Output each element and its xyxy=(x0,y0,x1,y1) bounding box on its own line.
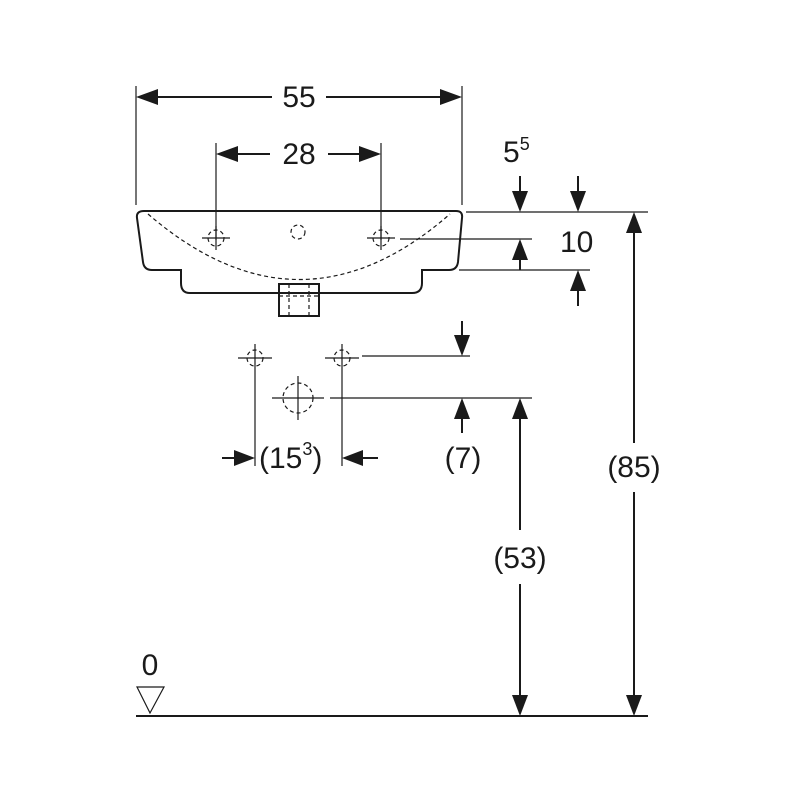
waste-height-dimension: (53) xyxy=(493,398,547,716)
waste-offset-label: (7) xyxy=(445,442,482,475)
tap-hole-right xyxy=(367,226,395,250)
tap-hole-left xyxy=(202,226,230,250)
waste-spacing-open: (15 xyxy=(259,442,302,475)
rim-offset-sup: 5 xyxy=(520,134,530,154)
floor-level: 0 xyxy=(136,649,648,717)
tap-hole-spacing-dimension: 28 xyxy=(215,138,382,240)
waste-layout xyxy=(238,344,532,466)
waste-offset-dimension: (7) xyxy=(445,321,482,475)
tap-hole-spacing-label: 28 xyxy=(282,138,315,171)
supply-point-left xyxy=(238,344,272,372)
floor-level-label: 0 xyxy=(142,649,159,682)
waste-outlet xyxy=(278,283,320,317)
basin-outline xyxy=(135,210,464,317)
total-height-dimension: (85) xyxy=(607,212,661,716)
overflow-hole xyxy=(290,224,306,240)
rim-height-dimension: 10 xyxy=(512,226,593,306)
waste-spacing-dimension: (153) xyxy=(222,439,378,475)
rim-offset-label: 55 xyxy=(503,134,530,169)
rim-height-label: 10 xyxy=(560,226,593,259)
width-dimension: 55 xyxy=(135,81,463,205)
total-height-label: (85) xyxy=(607,451,660,484)
floor-marker-icon xyxy=(136,686,166,715)
waste-spacing-label: (153) xyxy=(259,439,322,475)
supply-point-right xyxy=(325,344,359,372)
waste-spacing-close: ) xyxy=(312,442,322,475)
waste-point xyxy=(272,376,324,420)
width-label: 55 xyxy=(282,81,315,114)
waste-height-label: (53) xyxy=(493,542,546,575)
rim-offset-dimension: 55 xyxy=(503,134,586,212)
basin-extension-lines xyxy=(400,211,648,271)
waste-spacing-sup: 3 xyxy=(302,439,312,459)
rim-offset-base: 5 xyxy=(503,136,520,169)
bowl-contour xyxy=(147,213,451,281)
